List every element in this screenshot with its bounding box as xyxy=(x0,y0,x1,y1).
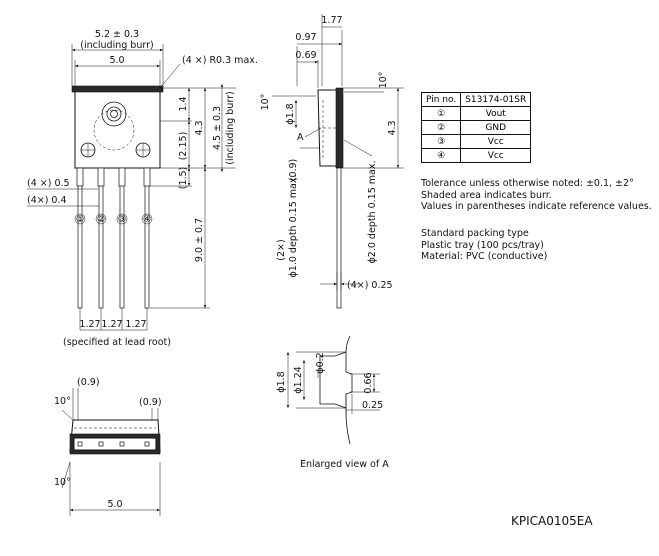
detail-a-label: A xyxy=(297,132,304,143)
svg-text:0.97: 0.97 xyxy=(295,32,316,43)
packing-notes: Standard packing type Plastic tray (100 … xyxy=(421,228,548,262)
svg-text:1.77: 1.77 xyxy=(321,15,342,26)
svg-text:ϕ1.24: ϕ1.24 xyxy=(293,366,304,393)
svg-text:1.4: 1.4 xyxy=(178,96,189,111)
side-view: 1.77 0.97 0.69 10° 10° ϕ1.8 A 4.3 (0.9) … xyxy=(260,14,404,309)
svg-text:0.25: 0.25 xyxy=(362,400,383,411)
side-lead xyxy=(336,167,342,309)
svg-text:(2×): (2×) xyxy=(276,239,287,260)
svg-text:0.69: 0.69 xyxy=(295,50,316,61)
svg-text:1.27: 1.27 xyxy=(79,319,100,330)
svg-text:0.66: 0.66 xyxy=(363,372,374,393)
svg-text:10°: 10° xyxy=(260,94,271,111)
svg-text:10°: 10° xyxy=(54,477,71,488)
svg-text:10°: 10° xyxy=(378,72,389,89)
svg-text:ϕ1.0 depth 0.15 max.: ϕ1.0 depth 0.15 max. xyxy=(288,175,299,278)
svg-text:(1.5): (1.5) xyxy=(178,167,189,190)
svg-text:(4×) 0.25: (4×) 0.25 xyxy=(347,280,393,291)
table-row: ④ Vcc xyxy=(420,148,532,163)
svg-text:(including burr): (including burr) xyxy=(225,91,236,164)
svg-text:ϕ2.0 depth 0.15 max.: ϕ2.0 depth 0.15 max. xyxy=(367,161,378,264)
svg-text:(specified at lead root): (specified at lead root) xyxy=(63,337,171,348)
svg-text:(0.9): (0.9) xyxy=(77,377,100,388)
svg-text:1.27: 1.27 xyxy=(125,319,146,330)
top-view: ① ② ③ ④ 5.2 ± 0.3 (including burr) 5.0 (… xyxy=(27,29,258,348)
svg-text:(including burr): (including burr) xyxy=(80,40,153,51)
svg-text:ϕ1.8: ϕ1.8 xyxy=(285,103,296,124)
pin-table-header: Pin no. S13174-01SR xyxy=(420,92,532,107)
svg-text:①: ① xyxy=(76,214,85,225)
svg-text:③: ③ xyxy=(118,214,127,225)
pin-labels: ① ② ③ ④ xyxy=(74,213,153,225)
table-row: ③ Vcc xyxy=(420,134,532,149)
svg-text:4.5 ± 0.3: 4.5 ± 0.3 xyxy=(212,106,223,150)
table-row: ② GND xyxy=(420,120,532,135)
width-burr-label: 5.2 ± 0.3 xyxy=(95,29,139,40)
svg-text:④: ④ xyxy=(143,214,152,225)
svg-text:9.0 ± 0.7: 9.0 ± 0.7 xyxy=(194,218,205,262)
table-row: ① Vout xyxy=(420,106,532,121)
svg-text:5.0: 5.0 xyxy=(107,499,122,510)
tolerance-notes: Tolerance unless otherwise noted: ±0.1, … xyxy=(421,178,652,212)
bottom-view: (0.9) (0.9) 10° 10° 5.0 xyxy=(54,377,162,516)
width-label: 5.0 xyxy=(109,55,124,66)
svg-text:1.27: 1.27 xyxy=(101,319,122,330)
package-body xyxy=(74,87,161,169)
drawing-code: KPICA0105EA xyxy=(511,514,593,528)
svg-text:(2.15): (2.15) xyxy=(178,132,189,161)
svg-text:4.3: 4.3 xyxy=(387,120,398,135)
svg-text:(4 ×) 0.5: (4 ×) 0.5 xyxy=(27,178,70,189)
svg-text:4.3: 4.3 xyxy=(194,120,205,135)
burr-shading xyxy=(71,85,164,93)
corner-radius-label: (4 ×) R0.3 max. xyxy=(182,55,258,66)
svg-text:ϕ0.2: ϕ0.2 xyxy=(315,352,326,373)
svg-text:10°: 10° xyxy=(54,396,71,407)
pin-table: Pin no. S13174-01SR ① Vout ② GND ③ Vcc ④… xyxy=(420,92,532,163)
svg-text:(4×) 0.4: (4×) 0.4 xyxy=(27,195,67,206)
svg-text:(0.9): (0.9) xyxy=(139,397,162,408)
enlarged-view-a: ϕ1.8 ϕ1.24 ϕ0.2 0.66 0.25 Enlarged view … xyxy=(276,335,389,470)
svg-text:②: ② xyxy=(97,214,106,225)
svg-text:ϕ1.8: ϕ1.8 xyxy=(276,371,287,392)
enlarged-caption: Enlarged view of A xyxy=(300,459,389,470)
svg-text:(0.9): (0.9) xyxy=(288,159,299,182)
